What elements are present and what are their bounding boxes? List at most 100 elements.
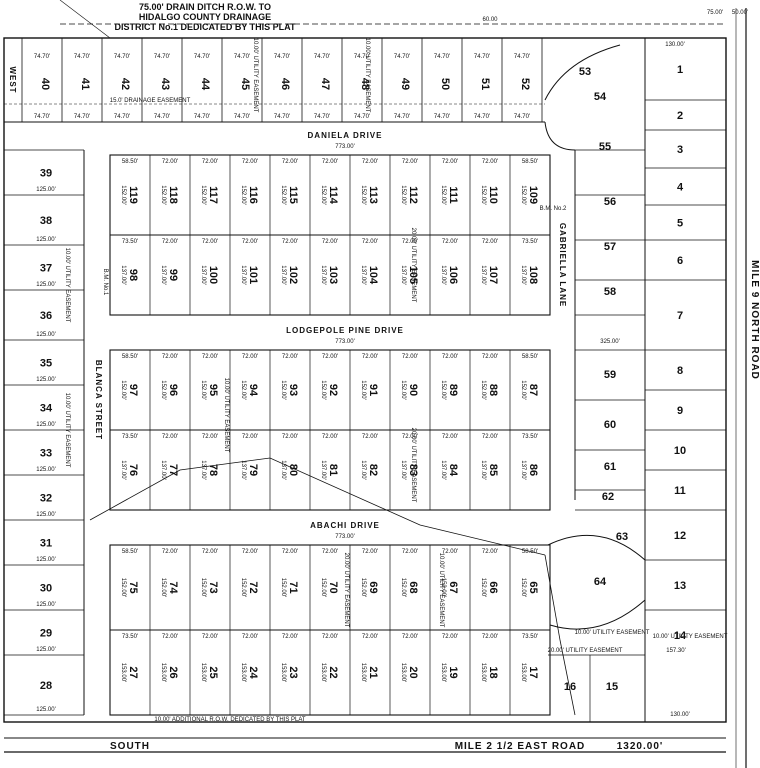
lot-depth-dimension: 152.00' [160, 380, 166, 400]
lot-width-dimension: 72.00' [202, 634, 218, 640]
lot-depth-dimension: 152.00' [400, 185, 406, 205]
abachi-drive-length: 773.00' [335, 534, 355, 540]
lot-width-dimension: 72.00' [442, 239, 458, 245]
lot-depth-dimension: 152.00' [400, 380, 406, 400]
lot-depth-dimension: 152.00' [160, 578, 166, 598]
lot-number: 90 [407, 384, 419, 396]
lot-number: 43 [159, 78, 171, 90]
lot-number: 94 [247, 384, 259, 397]
lot-depth-dimension: 152.00' [120, 185, 126, 205]
lot-number: 53 [579, 66, 591, 78]
lot-number: 75 [127, 581, 139, 593]
lot-number: 41 [79, 78, 91, 90]
lot-number: 99 [167, 269, 179, 281]
lot-width-dimension: 74.70' [514, 54, 530, 60]
lot-depth-dimension: 152.00' [480, 185, 486, 205]
lot-number: 35 [40, 358, 52, 370]
lot-width-dimension: 73.50' [522, 239, 538, 245]
utility-easement-note-block-d: 20.00' UTILITY EASEMENT [343, 553, 349, 628]
lot-number: 46 [279, 78, 291, 90]
abachi-drive-label: ABACHI DRIVE [310, 521, 380, 530]
lot-number: 49 [399, 78, 411, 90]
lot-number: 78 [207, 464, 219, 476]
lot-width-dimension: 72.00' [322, 434, 338, 440]
lot-number: 17 [527, 666, 539, 678]
lot-number: 47 [319, 78, 331, 90]
lot-width-dimension: 58.50' [122, 159, 138, 165]
lot-number: 97 [127, 384, 139, 396]
lot-depth-dimension: 125.00' [36, 707, 56, 713]
subdivision-boundary [3, 37, 727, 723]
lot-depth-dimension: 137.00' [440, 460, 446, 480]
lot-depth-dimension: 152.00' [120, 578, 126, 598]
gabriella-lane-label: GABRIELLA LANE [558, 223, 567, 307]
lot-depth-dimension: 152.00' [440, 185, 446, 205]
lot-width-dimension: 72.00' [402, 354, 418, 360]
lot-number: 114 [327, 186, 339, 205]
lot-width-dimension: 74.70' [234, 54, 250, 60]
lot-number: 92 [327, 384, 339, 396]
lot-number: 33 [40, 448, 52, 460]
daniela-drive-length: 773.00' [335, 144, 355, 150]
lot-depth-dimension: 137.00' [360, 265, 366, 285]
benchmark-2-label: B.M. No.2 [540, 206, 567, 212]
lot-number: 62 [602, 491, 614, 503]
lot-width-dimension: 72.00' [162, 549, 178, 555]
lot-depth-dimension: 152.00' [400, 578, 406, 598]
lot-depth-dimension: 137.00' [200, 265, 206, 285]
lot-number: 65 [527, 581, 539, 593]
lot-width-dimension: 72.00' [202, 434, 218, 440]
lot-depth-dimension: 152.00' [360, 578, 366, 598]
lot-number: 12 [674, 530, 686, 542]
lot-width-dimension: 58.50' [522, 354, 538, 360]
utility-easement-note-top-b: 10.00' UTILITY EASEMENT [364, 38, 370, 113]
lot-depth-dimension: 137.00' [520, 265, 526, 285]
lot-number: 100 [207, 266, 219, 284]
lot-number: 37 [40, 263, 52, 275]
lot-number: 19 [447, 666, 459, 678]
lot-width-dimension: 72.00' [242, 159, 258, 165]
lot-number: 57 [604, 241, 616, 253]
east-block-frontage: 325.00' [600, 339, 620, 345]
lot-width-dimension: 72.00' [442, 549, 458, 555]
lot-width-dimension: 72.00' [242, 549, 258, 555]
lot-width-dimension: 74.70' [354, 54, 370, 60]
lot-width-dimension: 72.00' [322, 159, 338, 165]
lot-depth-dimension: 137.00' [160, 265, 166, 285]
lot-number: 3 [677, 144, 683, 156]
lot-width-dimension: 72.00' [242, 434, 258, 440]
lot-width-dimension: 74.70' [154, 54, 170, 60]
lot-depth-dimension: 125.00' [36, 467, 56, 473]
lot-width-dimension: 72.00' [362, 354, 378, 360]
lot-depth-dimension: 153.00' [400, 663, 406, 683]
lot-number: 95 [207, 384, 219, 396]
lot-width-dimension: 72.00' [322, 239, 338, 245]
lot-number: 68 [407, 581, 419, 593]
lot-number: 87 [527, 384, 539, 396]
lot-number: 70 [327, 581, 339, 593]
lot-depth-dimension: 152.00' [520, 578, 526, 598]
lot-width-dimension: 72.00' [242, 354, 258, 360]
lot-depth-dimension: 125.00' [36, 647, 56, 653]
lot-depth-dimension: 152.00' [200, 185, 206, 205]
lot-width-dimension: 73.50' [122, 434, 138, 440]
lot-number: 104 [367, 266, 379, 285]
lot-number: 61 [604, 461, 616, 473]
lot-width-dimension: 72.00' [202, 549, 218, 555]
lot-width-dimension: 58.50' [122, 549, 138, 555]
lot-number: 13 [674, 580, 686, 592]
lot-number: 24 [247, 666, 259, 679]
lot-width-dimension: 72.00' [162, 354, 178, 360]
lot-depth-dimension: 125.00' [36, 282, 56, 288]
lot-depth-dimension: 137.00' [440, 265, 446, 285]
lot-number: 91 [367, 384, 379, 396]
lot-number: 77 [167, 464, 179, 476]
lot-number: 102 [287, 266, 299, 284]
lot-width-dimension: 72.00' [482, 434, 498, 440]
lot-width-dimension: 72.00' [402, 549, 418, 555]
lot-number: 15 [606, 681, 618, 693]
lot-number: 52 [519, 78, 531, 90]
lot-number: 82 [367, 464, 379, 476]
lot-depth-dimension: 137.00' [400, 460, 406, 480]
lot-width-dimension: 72.00' [442, 159, 458, 165]
